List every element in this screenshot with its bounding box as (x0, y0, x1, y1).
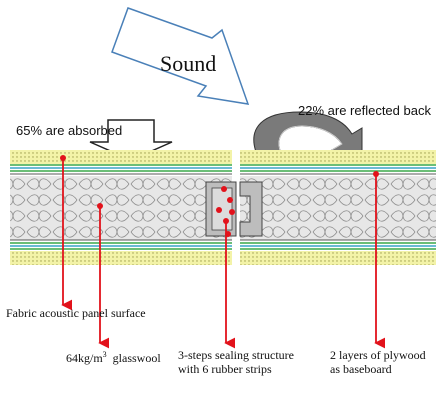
glasswool-value: 64kg/m (66, 351, 103, 365)
sealing-label-line2: with 6 rubber strips (178, 362, 272, 376)
reflected-label: 22% are reflected back (298, 103, 431, 118)
sealing-label-line1: 3-steps sealing structure (178, 348, 294, 362)
plywood-label-line1: 2 layers of plywood (330, 348, 426, 362)
sound-arrow-icon (111, 7, 250, 105)
glasswool-label: 64kg/m3 glasswool (66, 348, 161, 365)
reflected-arrow-icon (253, 111, 363, 157)
fabric-label: Fabric acoustic panel surface (6, 306, 146, 320)
plywood-label-line2: as baseboard (330, 362, 392, 376)
sealing-joint (205, 181, 263, 237)
glasswool-text: glasswool (112, 351, 161, 365)
rubber-strips (216, 186, 235, 237)
sound-label: Sound (160, 51, 217, 76)
glasswool-unit-sup: 3 (102, 350, 107, 359)
right-panel (238, 150, 436, 265)
absorbed-label: 65% are absorbed (16, 123, 123, 138)
callout-lines (60, 155, 385, 349)
left-panel (10, 150, 236, 265)
